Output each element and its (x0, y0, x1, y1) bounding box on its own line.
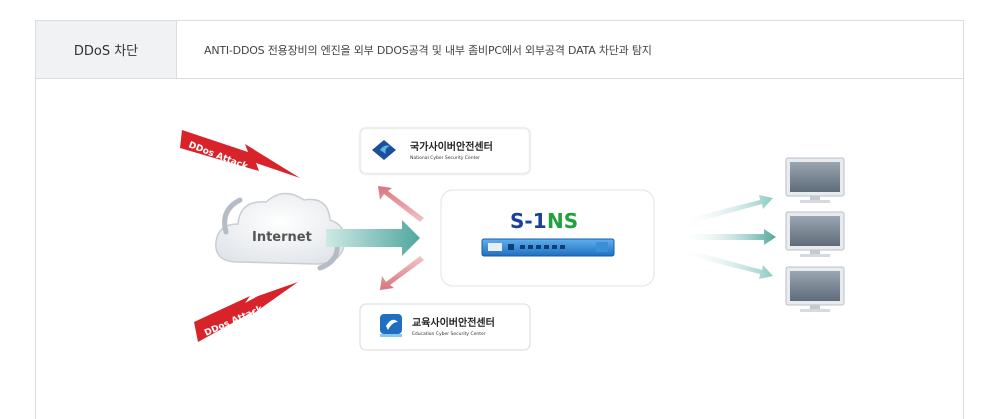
block-arrow-up (378, 186, 424, 222)
national-center-name: 국가사이버안전센터 (410, 140, 493, 153)
outbound-arrow-bottom (680, 248, 773, 279)
client-monitor-2 (785, 211, 845, 257)
client-monitor-3 (785, 266, 845, 312)
national-cyber-center-badge: 국가사이버안전센터 National Cyber Security Center (358, 126, 532, 176)
national-center-subtitle: National Cyber Security Center (410, 155, 480, 161)
brand-logo-s1: S-1 (510, 209, 547, 233)
education-cyber-center-badge: 교육사이버안전센터 Education Cyber Security Cente… (359, 303, 531, 351)
block-arrow-down (380, 256, 424, 290)
outbound-arrow-top (680, 195, 773, 226)
internet-cloud: Internet (215, 192, 346, 271)
attack-bolt-top: DDos Attack (180, 130, 300, 178)
education-center-logo-icon (380, 314, 402, 337)
national-center-logo-icon (372, 140, 396, 160)
section-description: ANTI-DDOS 전용장비의 엔진을 외부 DDOS공격 및 내부 좀비PC에… (204, 43, 652, 57)
section-label: DDoS 차단 (36, 21, 177, 78)
brand-logo-ns: NS (547, 209, 578, 233)
anti-ddos-device-panel: S-1 NS (440, 189, 655, 287)
cycle-arrow-icon (222, 197, 243, 235)
client-monitor-1 (785, 157, 845, 203)
inbound-traffic-arrow (326, 220, 420, 256)
education-center-subtitle: Education Cyber Security Center (412, 331, 486, 337)
internet-label: Internet (252, 230, 312, 245)
attack-bolt-bottom: DDos Attack (194, 282, 298, 342)
header-row: DDoS 차단 ANTI-DDOS 전용장비의 엔진을 외부 DDOS공격 및 … (36, 21, 963, 79)
network-appliance-icon (481, 238, 615, 257)
education-center-name: 교육사이버안전센터 (412, 316, 495, 329)
outbound-arrow-middle (680, 229, 776, 245)
